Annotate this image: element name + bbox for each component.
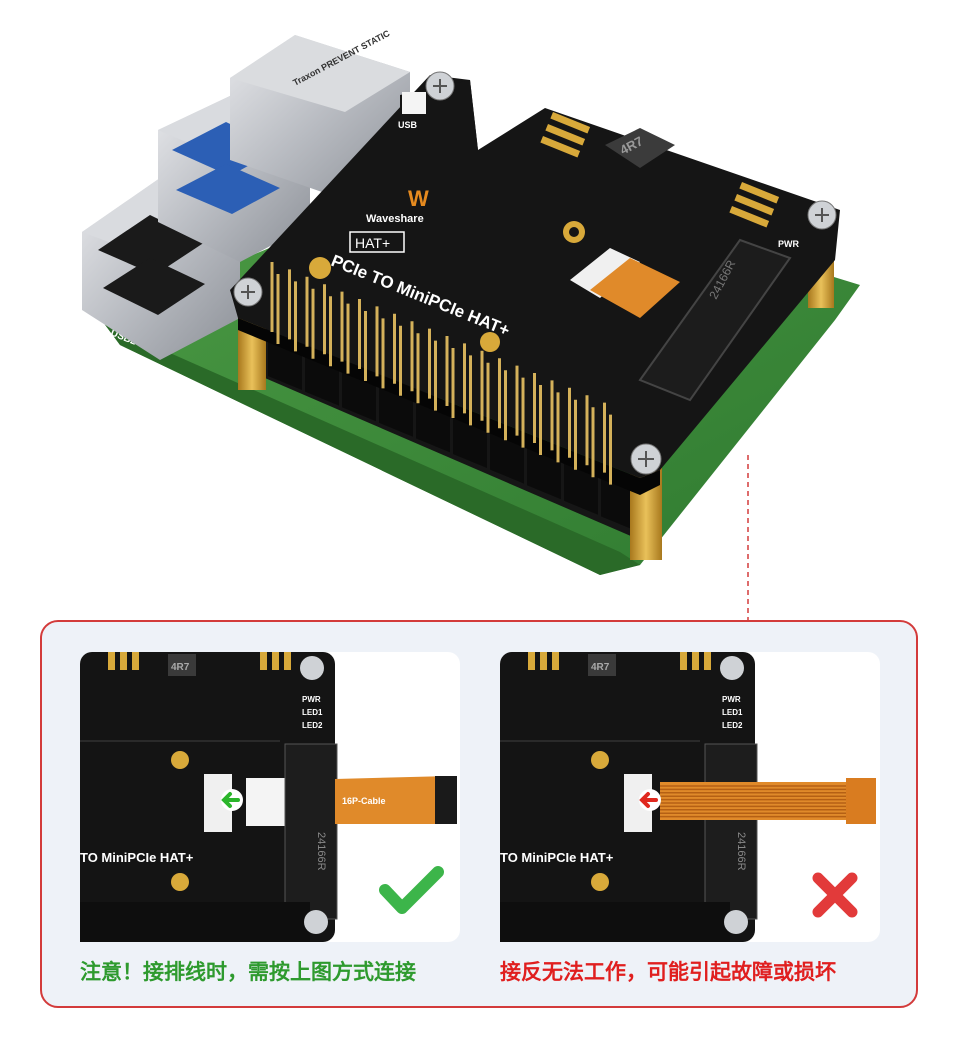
svg-text:Waveshare: Waveshare <box>366 213 424 225</box>
svg-text:PWR: PWR <box>722 695 741 704</box>
checkmark-icon <box>379 866 444 914</box>
wrong-arrow-icon <box>639 789 661 811</box>
gpio-pin-header <box>270 262 612 485</box>
screw-right <box>807 200 837 230</box>
svg-text:TO MiniPCIe HAT+: TO MiniPCIe HAT+ <box>500 850 614 865</box>
svg-text:HAT+: HAT+ <box>355 235 390 251</box>
svg-text:W: W <box>408 186 429 211</box>
cross-icon <box>812 872 858 918</box>
svg-text:4R7: 4R7 <box>171 662 190 673</box>
svg-text:TO MiniPCIe HAT+: TO MiniPCIe HAT+ <box>80 850 194 865</box>
screw-front <box>630 443 662 475</box>
minipcie-slot <box>284 743 338 920</box>
svg-text:LED1: LED1 <box>302 708 323 717</box>
hat-plus-label: HAT+ <box>349 231 405 253</box>
minipcie-slot <box>704 743 758 920</box>
inductor: 4R7 <box>605 128 675 168</box>
header-block <box>601 476 635 531</box>
svg-text:24166R: 24166R <box>315 832 327 871</box>
screw-left <box>233 277 263 307</box>
svg-text:24166R: 24166R <box>735 832 747 871</box>
svg-text:LED1: LED1 <box>722 708 743 717</box>
svg-text:LED2: LED2 <box>302 721 323 730</box>
correct-panel: 4R7 PWR LED1 LED2 24166R 16P-Cable TO Mi… <box>80 652 460 942</box>
svg-text:16P-Cable: 16P-Cable <box>342 796 386 806</box>
inductor: 4R7 <box>588 654 616 676</box>
wrong-panel: 4R7 PWR LED1 LED2 24166R TO MiniPCIe HAT… <box>500 652 880 942</box>
svg-text:PWR: PWR <box>778 239 799 249</box>
svg-text:USB: USB <box>398 120 418 130</box>
svg-text:PWR: PWR <box>302 695 321 704</box>
flex-cable-reversed <box>660 778 876 824</box>
correct-arrow-icon <box>221 789 243 811</box>
flex-cable: 16P-Cable <box>335 776 457 824</box>
header-block <box>564 460 598 515</box>
hat-board: 4R7 USB W Waveshare HAT+ PCIe TO MiniPCI… <box>230 75 840 495</box>
usb-connector-small: USB <box>398 92 426 130</box>
wrong-caption: 接反无法工作，可能引起故障或损坏 <box>500 960 836 984</box>
product-photo: USB2 Traxon PREVENT STATIC <box>82 28 860 620</box>
correct-caption: 注意！接排线时，需按上图方式连接 <box>80 960 416 984</box>
svg-text:LED2: LED2 <box>722 721 743 730</box>
screw-back-left <box>425 71 455 101</box>
inductor: 4R7 <box>168 654 196 676</box>
fpc-connector <box>570 248 680 318</box>
waveshare-logo: W Waveshare <box>366 186 429 225</box>
svg-text:4R7: 4R7 <box>591 662 610 673</box>
